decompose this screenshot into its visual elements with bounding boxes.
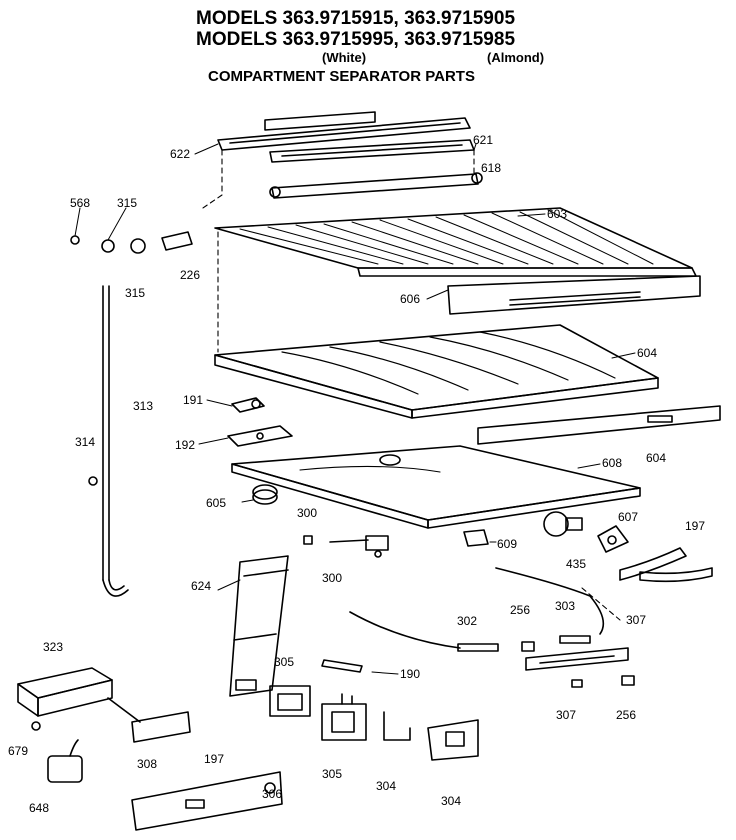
callout-604-top: 604 — [637, 346, 657, 360]
part-609-socket — [463, 529, 489, 547]
color-label-almond: (Almond) — [487, 50, 545, 65]
part-197-bottom-housing — [131, 771, 283, 831]
part-300-thermostat — [329, 535, 389, 558]
callout-256-bottom: 256 — [616, 708, 636, 722]
callout-435: 435 — [566, 557, 586, 571]
part-256-plug — [621, 675, 635, 686]
callout-315-top: 315 — [117, 196, 137, 210]
callout-315-bottom: 315 — [125, 286, 145, 300]
part-435-bulb — [543, 511, 583, 537]
callout-603: 603 — [547, 207, 567, 221]
callout-labels: 622 621 618 568 315 315 226 603 606 604 … — [8, 133, 705, 815]
part-606-trim — [447, 275, 701, 315]
part-313-drain-tube — [102, 285, 129, 597]
callout-256-top: 256 — [510, 603, 530, 617]
callout-607: 607 — [618, 510, 638, 524]
callout-leaders — [74, 143, 636, 675]
callout-190: 190 — [400, 667, 420, 681]
part-191-bracket — [231, 397, 265, 413]
part-607-socket — [597, 525, 629, 553]
part-190-wire — [321, 659, 363, 673]
callout-305-bottom: 305 — [322, 767, 342, 781]
callout-197-harness: 197 — [685, 519, 705, 533]
subtitle: COMPARTMENT SEPARATOR PARTS — [208, 68, 475, 85]
callout-197-bottom: 197 — [204, 752, 224, 766]
part-679-screw — [31, 721, 41, 731]
part-624-duct — [229, 555, 289, 697]
part-302-wire — [349, 611, 499, 652]
part-315-cap — [101, 239, 115, 253]
callout-308: 308 — [137, 757, 157, 771]
callout-313: 313 — [133, 399, 153, 413]
callout-608: 608 — [602, 456, 622, 470]
callout-605: 605 — [206, 496, 226, 510]
part-323-control-box — [17, 667, 141, 723]
callout-305-top: 305 — [274, 655, 294, 669]
part-608-cover — [231, 445, 641, 529]
part-307-clip — [571, 679, 583, 688]
callout-323: 323 — [43, 640, 63, 654]
callout-609: 609 — [497, 537, 517, 551]
callout-604-bottom: 604 — [646, 451, 666, 465]
callout-624: 624 — [191, 579, 211, 593]
callout-622: 622 — [170, 147, 190, 161]
part-308-panel — [131, 711, 191, 743]
callout-302: 302 — [457, 614, 477, 628]
callout-606: 606 — [400, 292, 420, 306]
part-315-washer — [130, 238, 146, 254]
callout-306: 306 — [262, 787, 282, 801]
part-226-fitting — [161, 231, 193, 251]
callout-314: 314 — [75, 435, 95, 449]
callout-307-bottom: 307 — [556, 708, 576, 722]
part-603-shelf — [214, 207, 697, 277]
part-314-clip — [88, 476, 98, 486]
part-307-strip — [525, 647, 629, 671]
callout-618: 618 — [481, 161, 501, 175]
part-622-channel — [217, 111, 471, 151]
callout-300-thermostat: 300 — [322, 571, 342, 585]
part-304-cover — [427, 719, 479, 761]
callout-191: 191 — [183, 393, 203, 407]
callout-307-top: 307 — [626, 613, 646, 627]
part-192-bracket — [227, 425, 293, 447]
callout-304-right: 304 — [441, 794, 461, 808]
part-305-thermostat-body — [321, 693, 367, 741]
callout-648: 648 — [29, 801, 49, 815]
callout-192: 192 — [175, 438, 195, 452]
part-305-housing — [269, 685, 311, 717]
part-303-wire — [495, 567, 605, 644]
callout-621: 621 — [473, 133, 493, 147]
callout-303: 303 — [555, 599, 575, 613]
callout-300-clip: 300 — [297, 506, 317, 520]
part-300-clip — [303, 535, 313, 545]
part-618-rod — [269, 172, 483, 199]
part-197-harness — [619, 547, 713, 583]
part-605-knob — [252, 484, 278, 505]
callout-568: 568 — [70, 196, 90, 210]
callout-304-left: 304 — [376, 779, 396, 793]
part-648-motor — [47, 739, 83, 783]
callout-226: 226 — [180, 268, 200, 282]
part-304-bracket — [383, 711, 411, 741]
color-label-white: (White) — [322, 50, 367, 65]
callout-679: 679 — [8, 744, 28, 758]
part-256-insert — [521, 641, 535, 652]
part-568-screw — [70, 235, 80, 245]
part-604-separator — [214, 324, 659, 419]
part-604-trim-strip — [477, 405, 721, 445]
title-line-2: MODELS 363.9715995, 363.9715985 — [196, 29, 516, 50]
leader-lines — [199, 149, 621, 621]
title-line-1: MODELS 363.9715915, 363.9715905 — [196, 8, 516, 29]
